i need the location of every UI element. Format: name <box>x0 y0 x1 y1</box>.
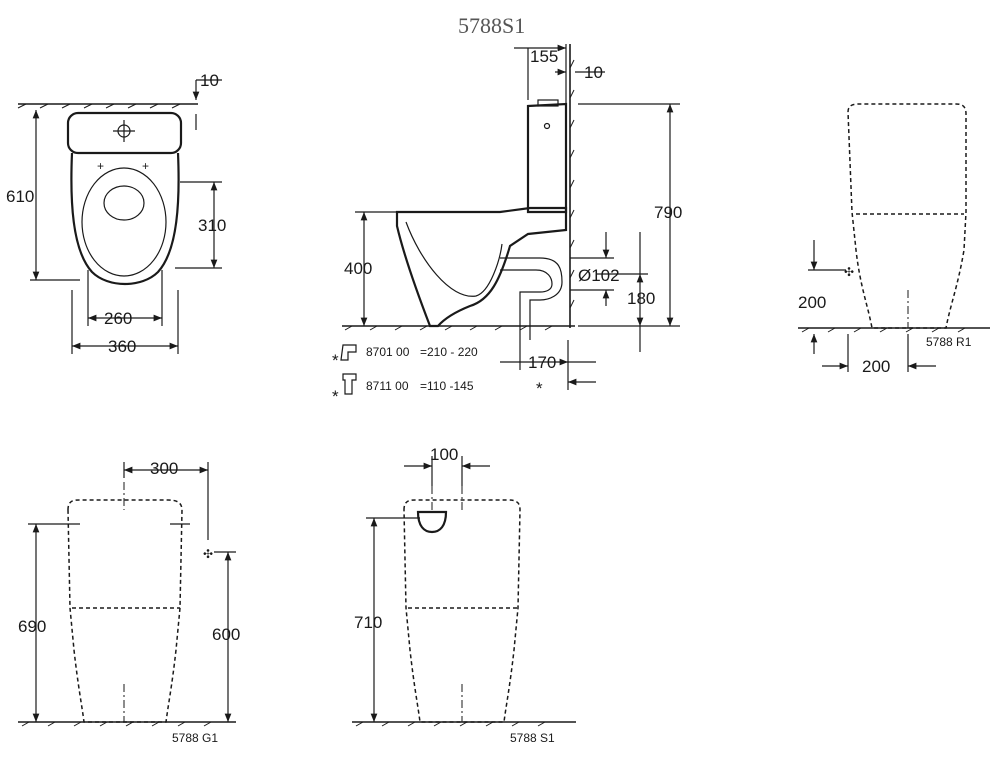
top-seat-center-label: 310 <box>198 216 226 235</box>
s1-offset-label: 100 <box>430 445 458 464</box>
side-outlet-offset-label: 170 <box>528 353 556 372</box>
accessory-2-range: =110 -145 <box>420 379 474 393</box>
s1-height-label: 710 <box>354 613 382 632</box>
g1-label: 5788 G1 <box>172 731 218 745</box>
accessory-2-code: 8711 00 <box>366 379 409 393</box>
r1-label: 5788 R1 <box>926 335 972 349</box>
s1-label: 5788 S1 <box>510 731 555 745</box>
side-star-note: * <box>536 379 543 398</box>
g1-inlet-label: 600 <box>212 625 240 644</box>
view-r1: ✣ 200 200 5788 R1 <box>798 103 990 376</box>
accessory-1-range: =210 - 220 <box>420 345 478 359</box>
accessory-8711: * 8711 00 =110 -145 <box>332 373 474 406</box>
floor-hatch-r1 <box>801 327 966 333</box>
side-tank-depth-label: 155 <box>530 47 558 66</box>
view-g1: 300 ✣ 690 600 5788 G1 <box>18 459 240 745</box>
side-rim-height-label: 400 <box>344 259 372 278</box>
top-offset-label: 10 <box>200 71 219 90</box>
accessory-1-star: * <box>332 351 339 370</box>
g1-spacing-label: 300 <box>150 459 178 478</box>
top-view: 10 + + 610 310 260 360 <box>6 71 226 356</box>
r1-height-label: 200 <box>798 293 826 312</box>
wall-hatch-side <box>569 59 575 309</box>
g1-total-label: 690 <box>18 617 46 636</box>
svg-text:+: + <box>97 159 104 173</box>
svg-text:✣: ✣ <box>203 547 213 561</box>
drawing-title: 5788S1 <box>458 13 525 38</box>
side-outlet-height-label: 180 <box>627 289 655 308</box>
floor-hatch-side <box>344 325 553 331</box>
accessory-1-code: 8701 00 <box>366 345 410 359</box>
side-outlet-diameter-label: Ø102 <box>578 266 620 285</box>
accessory-8701: * 8701 00 =210 - 220 <box>332 344 478 370</box>
side-wall-gap-label: 10 <box>584 63 603 82</box>
floor-hatch-g1 <box>21 721 212 727</box>
top-outer-width-label: 360 <box>108 337 136 356</box>
svg-text:✣: ✣ <box>844 265 854 279</box>
side-view: 155 10 790 400 Ø102 180 170 * <box>332 44 682 406</box>
top-inner-width-label: 260 <box>104 309 132 328</box>
side-total-height-label: 790 <box>654 203 682 222</box>
accessory-2-star: * <box>332 387 339 406</box>
floor-hatch-s1 <box>355 721 546 727</box>
top-depth-label: 610 <box>6 187 34 206</box>
r1-width-label: 200 <box>862 357 890 376</box>
wall-hatch-top <box>17 103 181 109</box>
view-s1: 100 710 5788 S1 <box>352 445 576 745</box>
svg-text:+: + <box>142 159 149 173</box>
